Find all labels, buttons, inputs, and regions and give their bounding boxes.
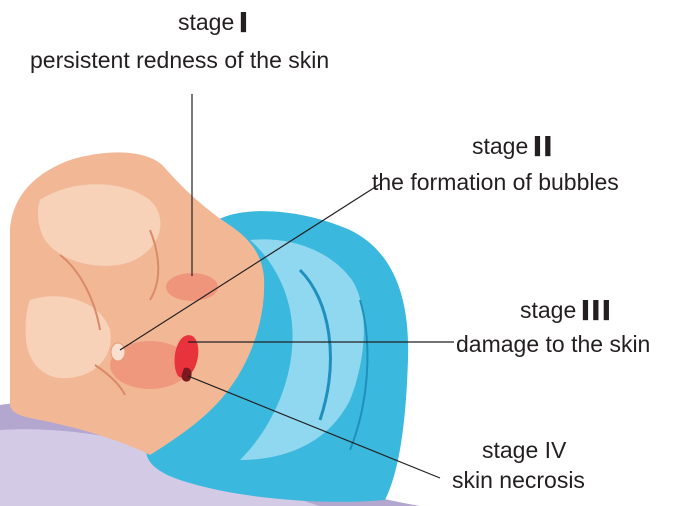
stage-1-redness <box>166 273 218 301</box>
stage-1-numeral: I <box>238 6 248 39</box>
stage-4-description: skin necrosis <box>452 466 585 494</box>
stage-2-bubble <box>111 343 125 361</box>
stage-2-word: stage <box>472 133 528 159</box>
stage-4-word: stage IV <box>482 437 566 463</box>
stage-4-label: stage IV skin necrosis <box>482 436 566 464</box>
stage-3-word: stage <box>520 297 576 323</box>
stage-3-numeral: III <box>580 294 611 327</box>
stage-2-numeral: II <box>532 130 553 163</box>
stage-3-description: damage to the skin <box>456 330 650 358</box>
stage-2-description: the formation of bubbles <box>372 168 619 196</box>
stage-1-description: persistent redness of the skin <box>30 46 329 74</box>
stage-1-word: stage <box>178 9 234 35</box>
